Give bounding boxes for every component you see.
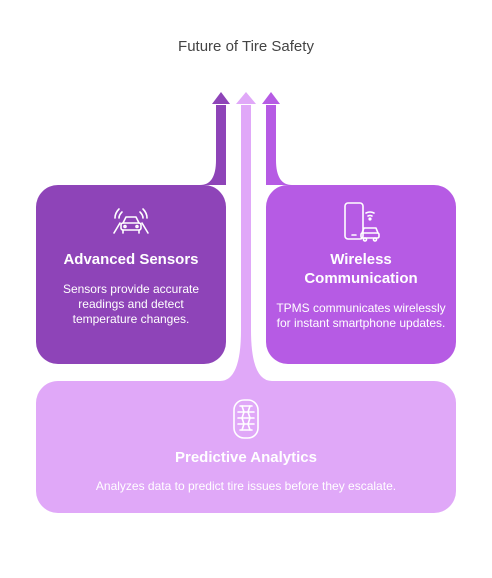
predictive-analytics-description: Analyzes data to predict tire issues bef… bbox=[95, 479, 397, 493]
wireless-communication-heading: Wireless Communication bbox=[304, 251, 418, 287]
predictive-analytics-card: Predictive Analytics Analyzes data to pr… bbox=[36, 381, 456, 513]
advanced-sensors-description: Sensors provide accurate readings and de… bbox=[62, 282, 200, 326]
advanced-sensors-heading: Advanced Sensors bbox=[63, 251, 199, 268]
left-arrow bbox=[200, 105, 226, 185]
center-arrowhead bbox=[236, 92, 256, 104]
right-arrow bbox=[266, 105, 292, 185]
advanced-sensors-card: Advanced Sensors Sensors provide accurat… bbox=[36, 185, 226, 364]
left-arrowhead bbox=[212, 92, 230, 104]
diagram-title: Future of Tire Safety bbox=[178, 38, 314, 55]
wireless-communication-card: Wireless Communication TPMS communicates… bbox=[266, 185, 456, 364]
predictive-analytics-heading: Predictive Analytics bbox=[174, 449, 317, 466]
right-arrowhead bbox=[262, 92, 280, 104]
center-arrow-stem bbox=[220, 105, 272, 381]
car-sensor-icon bbox=[111, 203, 151, 242]
phone-car-wireless-icon bbox=[339, 201, 383, 248]
wireless-communication-description: TPMS communicates wirelessly for instant… bbox=[276, 301, 446, 330]
tire-icon bbox=[231, 398, 261, 445]
